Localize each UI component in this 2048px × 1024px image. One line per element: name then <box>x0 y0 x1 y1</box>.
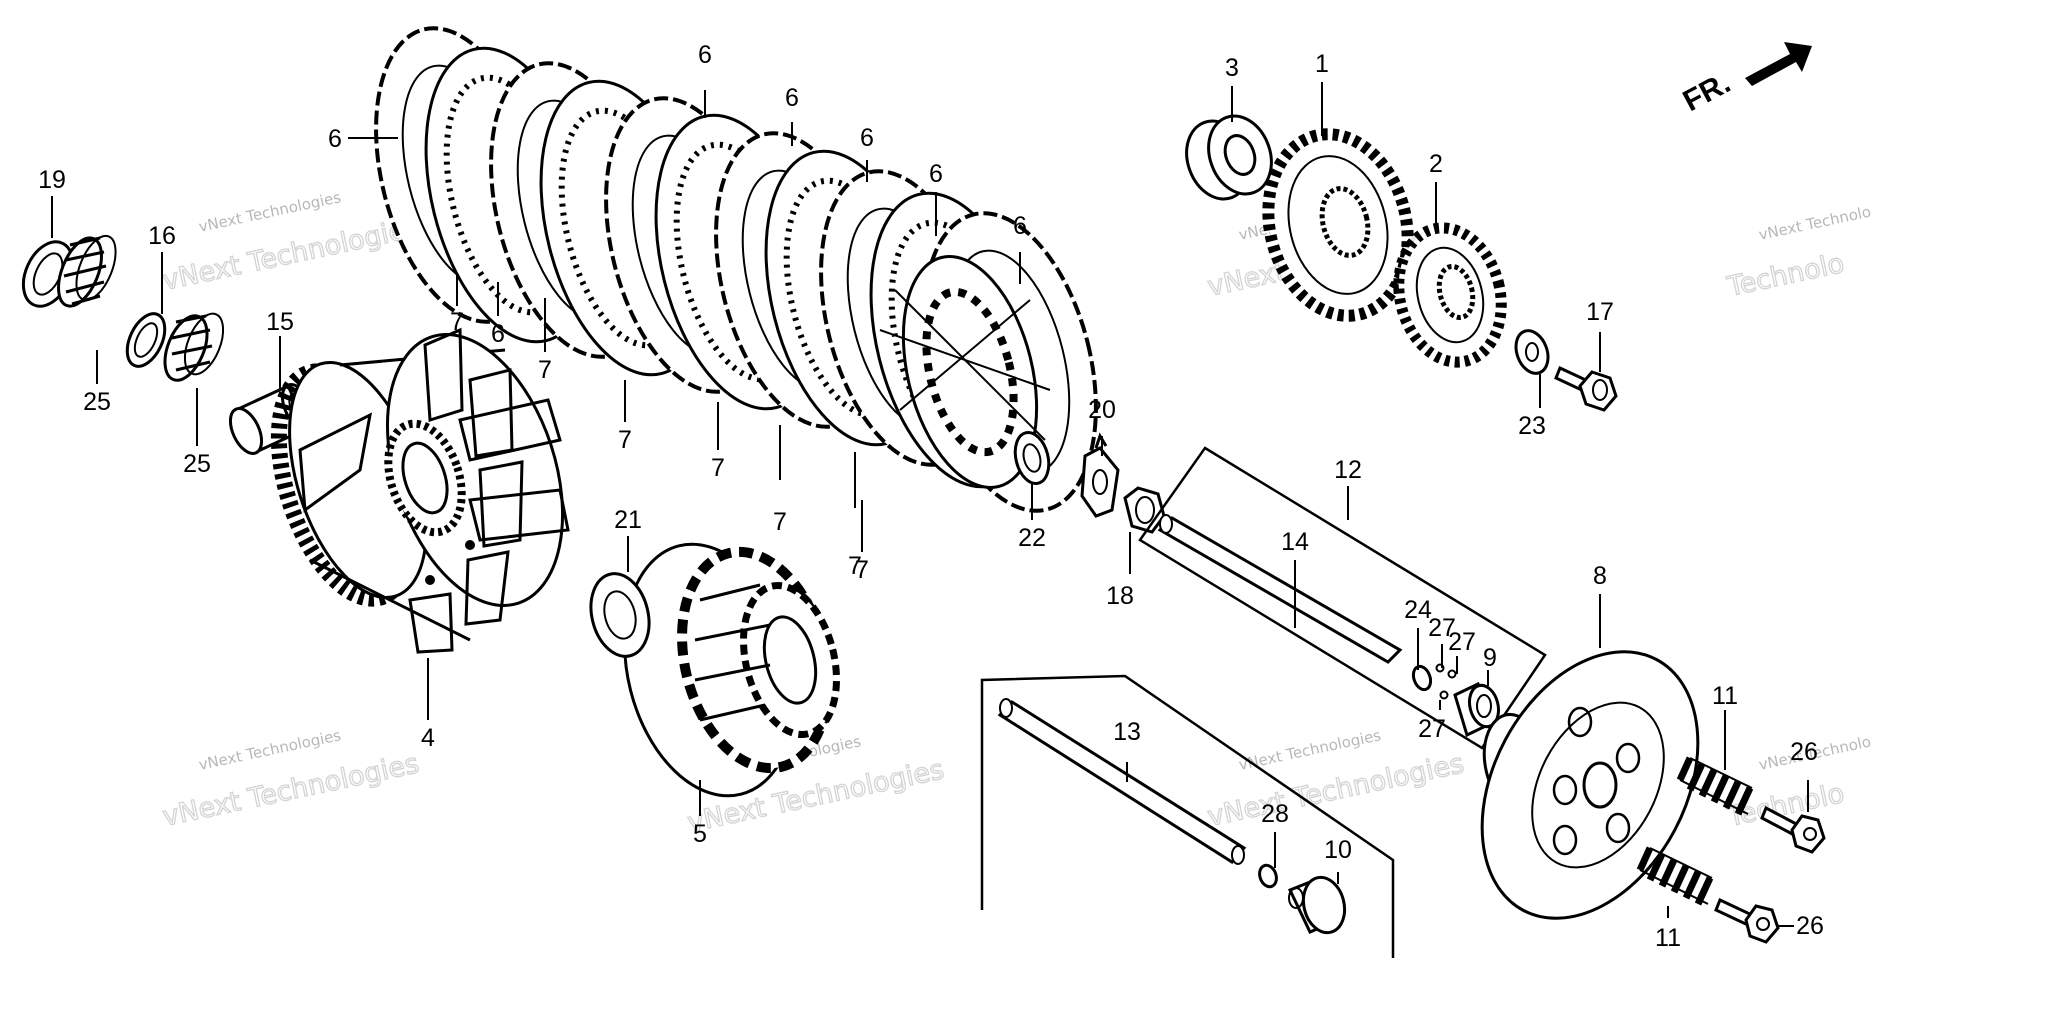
part-16-washer <box>125 312 167 368</box>
callout-17: 17 <box>1586 298 1614 326</box>
callout-7: 7 <box>711 454 725 482</box>
callout-23: 23 <box>1518 412 1546 440</box>
callout-24: 24 <box>1404 596 1432 624</box>
callout-7: 7 <box>855 556 869 584</box>
callout-8: 8 <box>1593 562 1607 590</box>
callout-14: 14 <box>1281 528 1309 556</box>
callout-20: 20 <box>1088 396 1116 424</box>
watermark-large: Technolo <box>1724 248 1847 303</box>
part-28-o-ring <box>1258 863 1278 889</box>
callout-6: 6 <box>785 84 799 112</box>
callout-11: 11 <box>1712 682 1738 710</box>
part-25-needle-bearing <box>163 312 225 382</box>
callout-1: 1 <box>1315 50 1329 78</box>
callout-15: 15 <box>266 308 294 336</box>
part-24-circlip <box>1411 664 1433 692</box>
callout-9: 9 <box>1483 644 1497 672</box>
part-13-push-rod <box>997 698 1247 865</box>
part-1-gear <box>1262 128 1414 322</box>
callout-7: 7 <box>618 426 632 454</box>
callout-27: 27 <box>1448 628 1476 656</box>
part-2-gear <box>1393 222 1507 368</box>
callout-7: 7 <box>848 552 862 580</box>
callout-11: 11 <box>1655 924 1681 952</box>
front-label: FR. <box>1678 66 1736 118</box>
part-20-lock-washer <box>1080 432 1120 518</box>
callout-18: 18 <box>1106 582 1134 610</box>
part-22-washer <box>1013 430 1051 486</box>
callout-13: 13 <box>1113 718 1141 746</box>
callout-12: 12 <box>1334 456 1362 484</box>
callout-10: 10 <box>1324 836 1352 864</box>
part-17-bolt <box>1554 365 1618 412</box>
watermark-small: vNext Technolo <box>1757 203 1872 244</box>
part-26-bolt <box>1714 897 1780 944</box>
callout-25: 25 <box>183 450 211 478</box>
callout-22: 22 <box>1018 524 1046 552</box>
part-8-pressure-plate <box>1480 650 1700 920</box>
callout-21: 21 <box>614 506 642 534</box>
callout-4: 4 <box>421 724 435 752</box>
callout-7: 7 <box>773 508 787 536</box>
callout-5: 5 <box>693 820 707 848</box>
callout-26: 26 <box>1796 912 1824 940</box>
callout-6: 6 <box>491 320 505 348</box>
watermark-small: vNext Technologies <box>197 188 343 236</box>
callout-6: 6 <box>328 125 342 153</box>
part-18-lock-nut <box>1123 486 1166 534</box>
callout-6: 6 <box>860 124 874 152</box>
leader-lines <box>51 82 1809 927</box>
callout-16: 16 <box>148 222 176 250</box>
part-10-piece <box>1287 875 1347 935</box>
callout-2: 2 <box>1429 150 1443 178</box>
callout-27: 27 <box>1428 614 1456 642</box>
part-25-needle-bearing <box>57 234 117 308</box>
callout-19: 19 <box>38 166 66 194</box>
part-12-group-box <box>1138 446 1547 750</box>
watermark-small: vNext Technologies <box>197 726 343 774</box>
arrow-icon <box>1745 42 1812 86</box>
clutch-disc-pack <box>374 26 1098 513</box>
part-21-washer <box>589 572 651 658</box>
callout-7: 7 <box>450 308 464 336</box>
callout-26: 26 <box>1790 738 1818 766</box>
part-5-clutch-center <box>623 542 840 798</box>
callout-28: 28 <box>1261 800 1289 828</box>
callout-6: 6 <box>1013 212 1027 240</box>
callout-25: 25 <box>83 388 111 416</box>
callout-7: 7 <box>538 356 552 384</box>
part-4-clutch-outer <box>270 327 570 654</box>
part-9-collar <box>1453 681 1501 738</box>
part-13-group-box <box>980 674 1395 958</box>
part-23-washer <box>1514 329 1550 375</box>
part-11-spring <box>1676 756 1754 816</box>
part-14-rod <box>1157 514 1403 664</box>
part-27-steel-balls <box>1435 663 1457 700</box>
part-3-bearing <box>1185 114 1273 201</box>
callout-3: 3 <box>1225 54 1239 82</box>
callout-6: 6 <box>698 41 712 69</box>
part-26-bolt <box>1760 805 1826 854</box>
front-direction-arrow: FR. <box>1678 42 1812 118</box>
part-11-spring <box>1636 846 1714 906</box>
callout-labels: 19 25 16 25 15 4 5 21 6 7 6 7 7 6 7 6 7 … <box>38 41 1824 952</box>
callout-6: 6 <box>929 160 943 188</box>
callout-27: 27 <box>1418 715 1446 743</box>
